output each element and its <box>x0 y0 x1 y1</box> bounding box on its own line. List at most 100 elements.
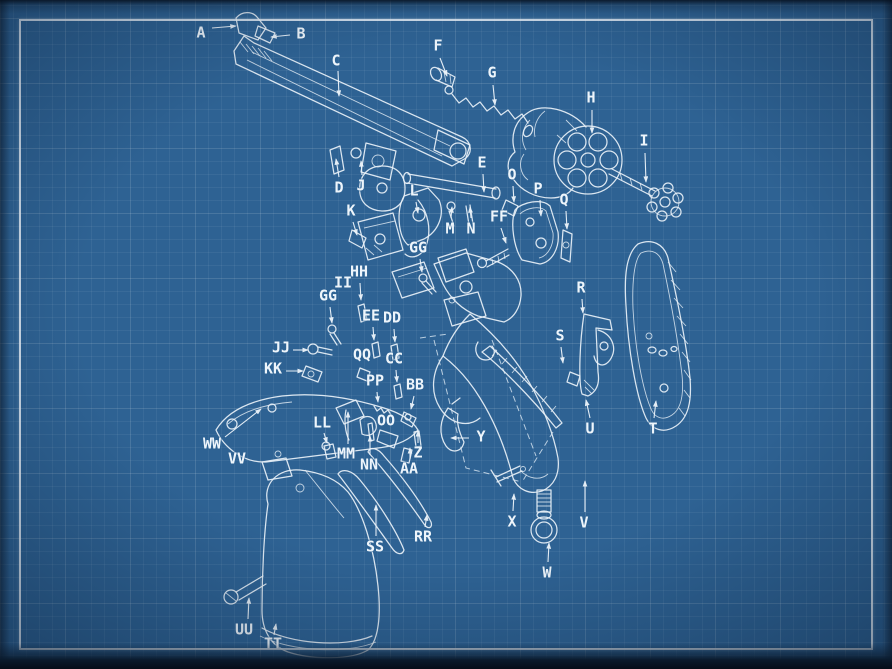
front-sight <box>236 13 266 40</box>
part-label-HH: HH <box>350 263 368 281</box>
leader-line-G <box>492 85 497 106</box>
leader-line-EE <box>371 327 376 341</box>
part-label-O: O <box>507 166 516 184</box>
leader-line-TT <box>272 623 278 635</box>
frame <box>434 253 559 492</box>
part-kk <box>302 366 322 382</box>
leader-line-GG <box>328 307 334 324</box>
part-label-A: A <box>196 24 205 42</box>
leader-line-U <box>584 399 590 418</box>
leader-line-WW <box>225 408 262 437</box>
coil-spring-g <box>445 86 534 138</box>
lock-block <box>358 213 403 260</box>
part-label-B: B <box>296 25 305 43</box>
leader-line-D <box>334 158 339 177</box>
part-label-MM: MM <box>337 445 355 463</box>
part-label-LL: LL <box>313 414 331 432</box>
hinge-knuckle <box>450 143 466 159</box>
part-label-JJ: JJ <box>272 339 290 357</box>
part-label-T: T <box>648 420 657 438</box>
part-label-F: F <box>433 37 442 55</box>
part-label-P: P <box>533 180 542 198</box>
part-label-FF: FF <box>490 208 508 226</box>
part-label-S: S <box>555 327 564 345</box>
part-label-DD: DD <box>383 309 401 327</box>
leader-line-R <box>580 299 586 314</box>
leader-line-K <box>353 222 358 236</box>
sight-base-hatch <box>240 42 272 61</box>
part-label-QQ: QQ <box>353 346 371 364</box>
leader-line-X <box>511 493 517 511</box>
leader-line-HH <box>358 283 364 301</box>
part-label-AA: AA <box>400 460 418 478</box>
leader-line-Q <box>564 211 570 230</box>
leader-line-UU <box>246 597 252 619</box>
part-label-EE: EE <box>362 307 380 325</box>
part-label-V: V <box>579 514 588 532</box>
leader-line-DD <box>392 329 397 343</box>
part-label-H: H <box>586 89 595 107</box>
part-label-KK: KK <box>264 360 282 378</box>
cylinder <box>508 108 622 198</box>
part-label-GG: GG <box>319 287 337 305</box>
part-label-WW: WW <box>203 435 222 453</box>
leader-line-FF <box>501 228 506 244</box>
leader-line-CC <box>394 370 399 383</box>
lanyard-ring-w <box>531 490 557 543</box>
leader-line-C <box>336 71 342 97</box>
part-label-W: W <box>542 564 552 582</box>
screw-f <box>428 65 455 87</box>
part-label-UU: UU <box>235 621 253 639</box>
panel-edge-hatch <box>668 262 691 416</box>
leader-line-E <box>481 174 487 193</box>
yoke-plate-ww <box>216 395 418 480</box>
leader-line-A <box>212 24 237 29</box>
part-label-I: I <box>639 132 648 150</box>
part-label-Q: Q <box>559 191 568 209</box>
trigger-y <box>441 398 464 451</box>
leader-line-I <box>643 153 649 183</box>
part-label-X: X <box>507 513 516 531</box>
mainspring-s <box>476 342 580 428</box>
leader-line-O <box>511 186 517 203</box>
part-label-BB: BB <box>406 376 424 394</box>
catch-lever-r <box>580 314 614 396</box>
leader-line-PP <box>375 392 380 403</box>
part-label-R: R <box>576 279 586 297</box>
part-label-NN: NN <box>360 456 378 474</box>
leader-line-BB <box>409 396 415 410</box>
screw-gg-upper <box>419 274 436 294</box>
part-label-Y: Y <box>476 428 485 446</box>
part-label-N: N <box>466 220 475 238</box>
part-label-U: U <box>585 420 594 438</box>
part-label-VV: VV <box>228 450 246 468</box>
leader-line-J <box>358 160 364 175</box>
part-label-J: J <box>356 177 365 195</box>
part-label-M: M <box>445 220 454 238</box>
part-label-CC: CC <box>385 350 403 368</box>
part-label-TT: TT <box>264 635 282 653</box>
part-label-PP: PP <box>366 372 384 390</box>
part-label-RR: RR <box>414 528 433 546</box>
part-label-GG: GG <box>409 239 427 257</box>
leader-line-S <box>559 347 565 364</box>
grip-tt <box>260 470 379 658</box>
spring-screw <box>567 372 580 386</box>
part-label-G: G <box>487 64 496 82</box>
part-label-E: E <box>477 154 486 172</box>
leader-line-L <box>414 202 420 214</box>
part-q <box>561 230 572 262</box>
screw-jj <box>308 344 332 355</box>
screw-gg-lower <box>328 325 341 345</box>
part-label-K: K <box>346 202 355 220</box>
grip-panel-t <box>625 242 691 430</box>
leader-line-RR <box>423 514 429 527</box>
part-label-C: C <box>331 52 340 70</box>
part-label-OO: OO <box>377 412 395 430</box>
part-label-L: L <box>409 182 418 200</box>
sideplate-p <box>513 202 559 264</box>
part-label-SS: SS <box>366 538 384 556</box>
